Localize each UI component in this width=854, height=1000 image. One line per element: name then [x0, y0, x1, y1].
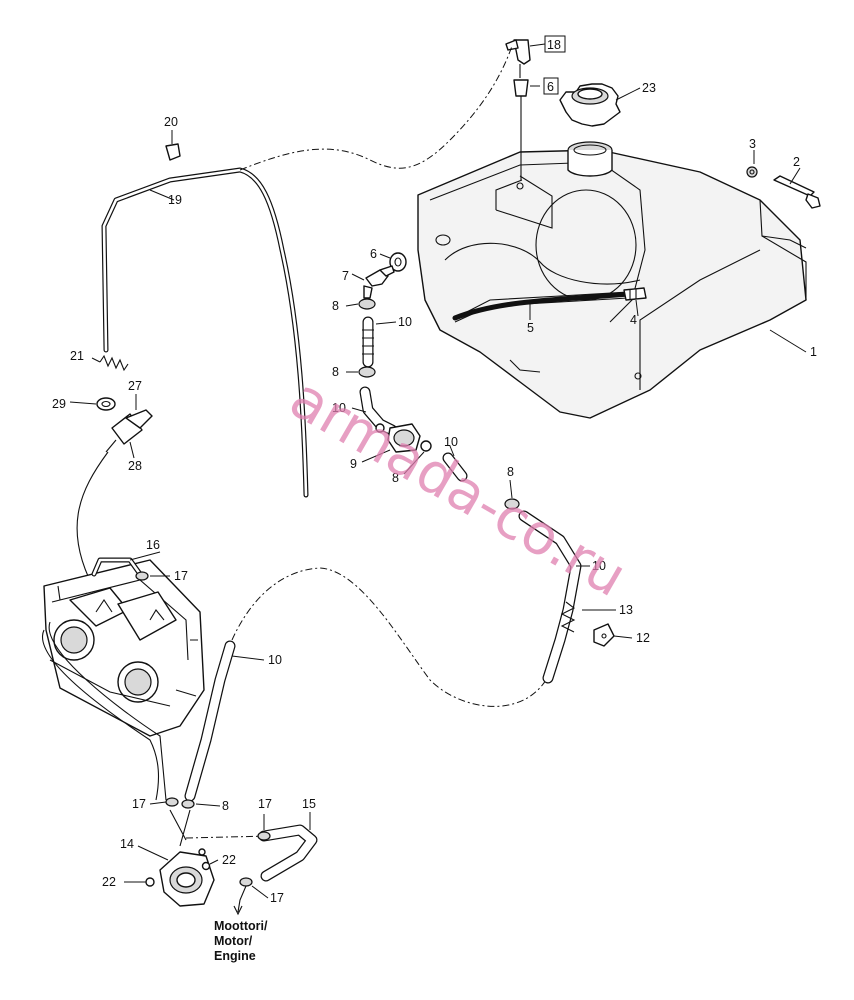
carburetor-assembly — [41, 559, 205, 801]
label-9: 9 — [350, 457, 357, 471]
label-12: 12 — [636, 631, 650, 645]
label-8-c: 8 — [392, 471, 399, 485]
elbow-fitting-7 — [363, 265, 395, 299]
valve-28 — [105, 409, 153, 453]
hose-10-short — [442, 452, 468, 482]
hose-16 — [91, 557, 143, 577]
label-15: 15 — [302, 797, 316, 811]
spring-13 — [560, 601, 576, 633]
label-2: 2 — [793, 155, 800, 169]
engine-note-line-2: Motor/ — [214, 934, 253, 948]
label-17-c: 17 — [258, 797, 272, 811]
label-22-a: 22 — [222, 853, 236, 867]
label-10-a: 10 — [398, 315, 412, 329]
label-14: 14 — [120, 837, 134, 851]
leader-lines — [69, 43, 807, 899]
label-8-e: 8 — [222, 799, 229, 813]
hose-15 — [258, 824, 318, 882]
tank-hose-5 — [452, 287, 647, 321]
fuel-cap — [559, 83, 621, 127]
clamp-8-right — [504, 498, 520, 510]
bracket-12 — [593, 623, 615, 647]
grommet-6 — [389, 252, 407, 272]
label-1: 1 — [810, 345, 817, 359]
clip-20 — [165, 143, 181, 161]
label-8-a: 8 — [332, 299, 339, 313]
label-23: 23 — [642, 81, 656, 95]
label-8-d: 8 — [507, 465, 514, 479]
label-21: 21 — [70, 349, 84, 363]
label-4: 4 — [630, 313, 637, 327]
label-22-b: 22 — [102, 875, 116, 889]
washer-29 — [96, 397, 116, 411]
vent-tube-19 — [101, 167, 309, 498]
clamp-17-top — [135, 571, 149, 581]
label-16: 16 — [146, 538, 160, 552]
hose-10-right — [518, 510, 582, 684]
label-7: 7 — [342, 269, 349, 283]
label-29: 29 — [52, 397, 66, 411]
fuel-tank — [417, 141, 807, 419]
engine-note: Moottori/ Motor/ Engine — [214, 919, 268, 963]
label-10-c: 10 — [444, 435, 458, 449]
engine-note-line-1: Moottori/ — [214, 919, 268, 933]
label-8-b: 8 — [332, 365, 339, 379]
label-20: 20 — [164, 115, 178, 129]
label-19: 19 — [168, 193, 182, 207]
vent-valve-top — [505, 39, 531, 180]
label-10-b: 10 — [332, 401, 346, 415]
clamp-8-a — [358, 298, 376, 310]
fuel-filter-9 — [375, 423, 432, 453]
label-17-d: 17 — [270, 891, 284, 905]
clamp-17-a — [257, 831, 271, 841]
fuel-pump-14 — [145, 848, 215, 907]
label-3: 3 — [749, 137, 756, 151]
label-27: 27 — [128, 379, 142, 393]
clamp-8-b — [358, 366, 376, 378]
hose-10-upper — [362, 316, 374, 368]
nut — [746, 166, 758, 178]
hose-10-carb — [184, 640, 236, 802]
callout-numbers: 1 2 3 4 5 6 6 7 8 8 8 8 8 9 10 10 10 10 … — [52, 35, 817, 905]
clamp-17-lower-left — [165, 797, 179, 807]
label-28: 28 — [128, 459, 142, 473]
clamp-8-lower — [181, 799, 195, 809]
label-6-top: 6 — [547, 80, 554, 94]
engine-note-line-3: Engine — [214, 949, 256, 963]
label-18: 18 — [547, 38, 561, 52]
label-13: 13 — [619, 603, 633, 617]
hose-10-elbow — [359, 386, 398, 436]
label-17-a: 17 — [174, 569, 188, 583]
label-10-e: 10 — [268, 653, 282, 667]
label-5: 5 — [527, 321, 534, 335]
label-17-b: 17 — [132, 797, 146, 811]
clamp-17-b — [239, 877, 253, 887]
bolt — [773, 175, 821, 209]
spring-21 — [99, 354, 129, 372]
label-6-side: 6 — [370, 247, 377, 261]
label-10-d: 10 — [592, 559, 606, 573]
